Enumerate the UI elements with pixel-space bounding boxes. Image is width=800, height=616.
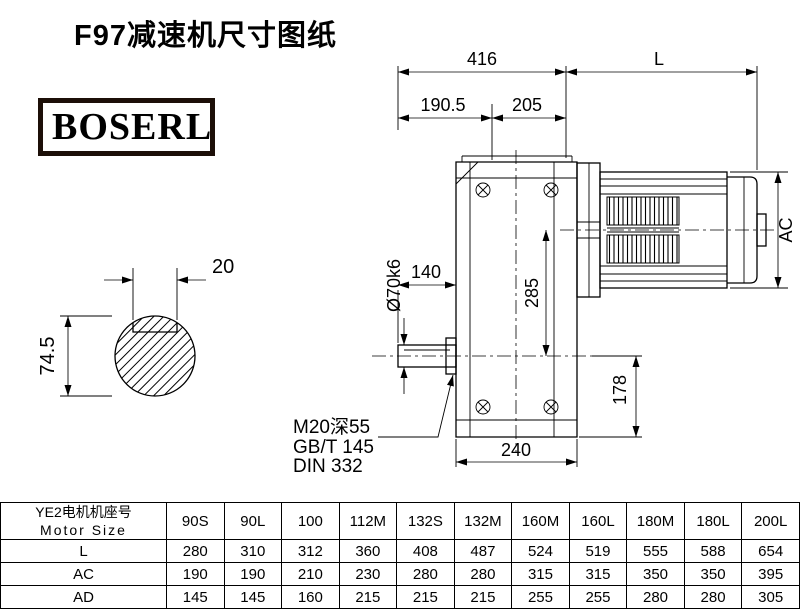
dimension-value-cell: 280	[396, 562, 455, 586]
dim-shaft-length: 140	[411, 262, 441, 282]
frame-size-column-header: 90S	[166, 502, 225, 540]
dimension-value-cell: 255	[568, 585, 628, 609]
dimension-row-label: AC	[0, 562, 167, 586]
dim-front-section: 190.5	[420, 95, 465, 115]
dimension-value-cell: 555	[626, 539, 685, 563]
thread-notes: M20深55 GB/T 145 DIN 332	[293, 374, 454, 477]
centerlines	[372, 150, 776, 452]
dim-key-width: 20	[212, 256, 234, 278]
frame-size-column-header: 132S	[396, 502, 455, 540]
top-extension-lines	[397, 66, 758, 170]
dimension-value-cell: 215	[396, 585, 455, 609]
dimension-value-cell: 305	[741, 585, 800, 609]
dimension-value-cell: 519	[568, 539, 628, 563]
motor-stator-lower	[606, 234, 680, 264]
gearbox-housing-outline	[455, 161, 578, 438]
motor-rotor-lines	[607, 227, 679, 233]
motor-fins	[600, 178, 727, 282]
dimension-value-cell: 315	[568, 562, 628, 586]
frame-size-column-header: 200L	[741, 502, 800, 540]
dimension-value-cell: 160	[281, 585, 340, 609]
shaft-section-view: 20 74.5	[37, 256, 234, 397]
dimension-value-cell: 280	[683, 585, 743, 609]
dimension-value-cell: 310	[223, 539, 283, 563]
frame-size-column-header: 180M	[626, 502, 685, 540]
dimension-value-cell: 408	[396, 539, 455, 563]
motor-stator-upper	[606, 196, 680, 226]
dim-shaft-diameter: Ø70k6	[384, 259, 404, 312]
dim-rear-section: 205	[512, 95, 542, 115]
dimension-value-cell: 395	[741, 562, 800, 586]
dim-total-width: 416	[467, 49, 497, 69]
dim-motor-height: AC	[776, 217, 796, 242]
motor-end-boss	[756, 213, 767, 247]
gearbox-housing-details	[455, 155, 600, 437]
frame-size-column-header: 160M	[511, 502, 570, 540]
dimension-value-cell: 145	[223, 585, 283, 609]
dimension-value-cell: 360	[338, 539, 398, 563]
frame-size-column-header: 180L	[683, 502, 743, 540]
note-standard-gbt: GB/T 145	[293, 437, 374, 458]
note-thread: M20深55	[293, 416, 370, 438]
bolt-hole-marks	[475, 182, 559, 415]
dimension-value-cell: 524	[511, 539, 570, 563]
key-width-extension-lines	[132, 268, 178, 320]
dimension-value-cell: 315	[511, 562, 570, 586]
brand-logo: BOSERL	[38, 98, 215, 156]
dimension-annotations: 416 L 190.5 205 140 Ø70k6 285 17	[384, 49, 796, 467]
dimension-value-cell: 190	[166, 562, 225, 586]
dimension-value-cell: 230	[338, 562, 398, 586]
dim-center-distance: 285	[522, 278, 542, 308]
note-standard-din: DIN 332	[293, 456, 363, 477]
frame-size-column-header: 90L	[223, 502, 283, 540]
dim-base-width: 240	[501, 440, 531, 460]
dimension-value-cell: 312	[281, 539, 340, 563]
dim-shaft-to-base: 178	[610, 375, 630, 405]
dimension-row-label: L	[0, 539, 167, 563]
dimension-value-cell: 350	[683, 562, 743, 586]
dim-motor-length: L	[654, 49, 664, 69]
dimension-value-cell: 215	[453, 585, 513, 609]
dimension-value-cell: 190	[223, 562, 283, 586]
dimension-value-cell: 487	[453, 539, 513, 563]
dimension-value-cell: 350	[626, 562, 685, 586]
dimension-value-cell: 215	[338, 585, 398, 609]
shaft-section-circle	[114, 315, 196, 397]
dimension-value-cell: 255	[511, 585, 570, 609]
frame-size-column-header: 112M	[338, 502, 398, 540]
page-title: F97减速机尺寸图纸	[74, 20, 337, 52]
frame-size-column-header: 160L	[568, 502, 628, 540]
keyway-outline	[132, 322, 178, 333]
dimension-value-cell: 588	[683, 539, 743, 563]
motor-body	[599, 171, 728, 289]
gearbox-motor-view	[372, 150, 776, 452]
output-shaft-collar	[445, 337, 457, 375]
note-leader-line	[378, 374, 454, 438]
frame-size-column-header: 100	[281, 502, 340, 540]
dimension-value-cell: 210	[281, 562, 340, 586]
brand-logo-text: BOSERL	[52, 106, 213, 148]
frame-size-column-header: 132M	[453, 502, 513, 540]
dimension-value-cell: 280	[626, 585, 685, 609]
dimension-row-label: AD	[0, 585, 167, 609]
dimension-value-cell: 280	[453, 562, 513, 586]
dimension-value-cell: 280	[166, 539, 225, 563]
dimension-value-cell: 145	[166, 585, 225, 609]
dim-section-height: 74.5	[37, 337, 59, 376]
dimension-value-cell: 654	[741, 539, 800, 563]
